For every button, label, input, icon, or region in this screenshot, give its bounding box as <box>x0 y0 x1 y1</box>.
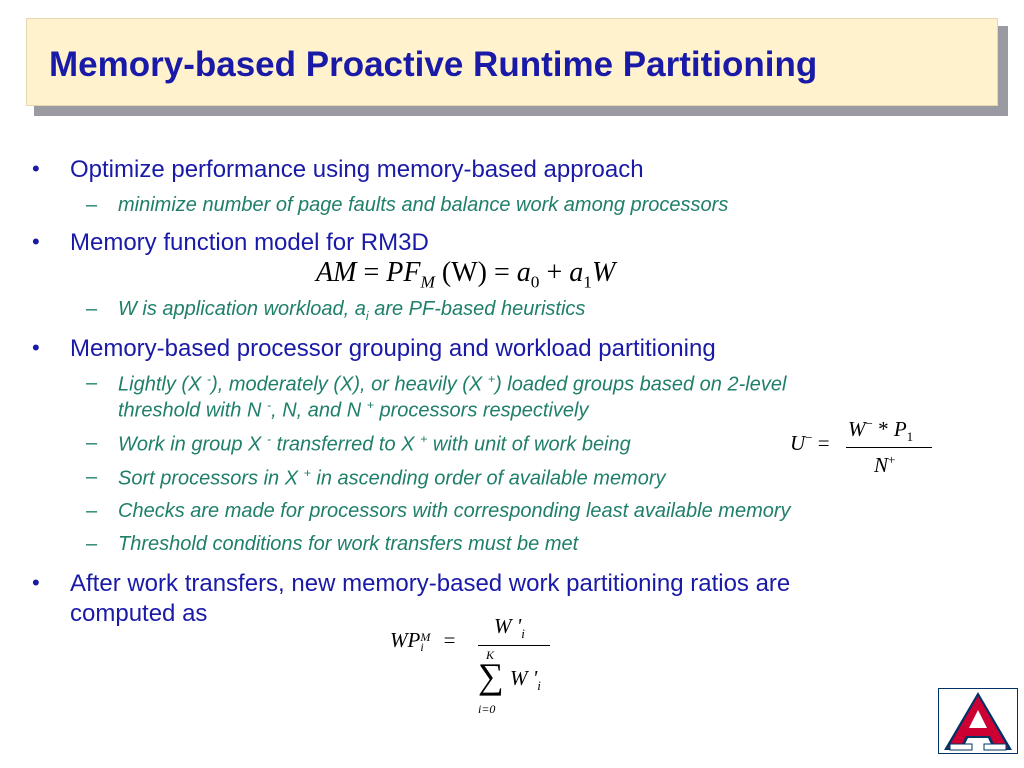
sub-dash: – <box>86 372 98 394</box>
bullet-memory-function: Memory function model for RM3D <box>70 229 429 256</box>
equation-am: AM = PFM (W) = a0 + a1W <box>316 257 616 292</box>
sub-threshold: threshold with N -, N, and N + processor… <box>118 398 589 422</box>
sub-checks: Checks are made for processors with corr… <box>118 500 791 522</box>
sub-dash: – <box>86 466 98 488</box>
bullet-dot: • <box>32 229 40 254</box>
sub-dash: – <box>86 432 98 454</box>
bullet-dot: • <box>32 335 40 360</box>
equation-u-lhs: U− = <box>790 430 830 455</box>
sub-dash: – <box>86 194 98 216</box>
slide-title: Memory-based Proactive Runtime Partition… <box>49 45 818 84</box>
sub-minimize: minimize number of page faults and balan… <box>118 194 729 216</box>
fraction-bar <box>478 645 550 646</box>
sum-symbol: ∑ <box>478 656 504 696</box>
sub-work-group: Work in group X - transferred to X + wit… <box>118 432 631 456</box>
equation-wp-numerator: W 'i <box>494 614 525 642</box>
title-box: Memory-based Proactive Runtime Partition… <box>26 18 998 106</box>
university-logo <box>938 688 1018 754</box>
sub-workload: W is application workload, ai are PF-bas… <box>118 298 586 323</box>
fraction-bar <box>846 447 932 448</box>
equation-u-denominator: N+ <box>874 452 896 477</box>
sub-dash: – <box>86 533 98 555</box>
equation-u-numerator: W− * P1 <box>848 416 914 445</box>
sum-lower-limit: i=0 <box>478 702 496 716</box>
sub-dash: – <box>86 500 98 522</box>
sub-dash: – <box>86 298 98 320</box>
bullet-dot: • <box>32 570 40 595</box>
sum-upper-limit: K <box>486 648 495 662</box>
sub-sort: Sort processors in X + in ascending orde… <box>118 466 666 490</box>
sub-threshold-conditions: Threshold conditions for work transfers … <box>118 533 579 555</box>
bullet-after-transfers: After work transfers, new memory-based w… <box>70 570 791 597</box>
bullet-dot: • <box>32 156 40 181</box>
bullet-computed-as: computed as <box>70 600 208 627</box>
sub-lightly: Lightly (X -), moderately (X), or heavil… <box>118 372 787 396</box>
equation-wp-denominator: W 'i <box>510 666 541 694</box>
bullet-optimize: Optimize performance using memory-based … <box>70 156 644 183</box>
bullet-grouping: Memory-based processor grouping and work… <box>70 335 716 362</box>
